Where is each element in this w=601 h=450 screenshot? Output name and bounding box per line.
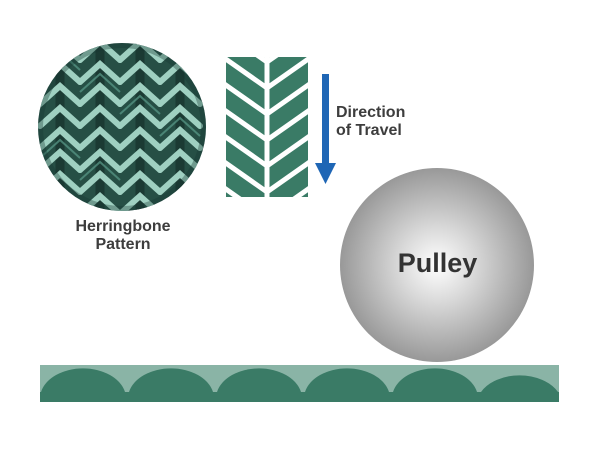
- travel-label-line2: of Travel: [336, 122, 402, 139]
- conveyor-belt: [40, 365, 559, 402]
- herringbone-texture-photo: [38, 43, 206, 211]
- arrow-down-icon: [315, 74, 336, 184]
- herringbone-chevron-icon: [226, 57, 308, 197]
- herringbone-pattern-label: Herringbone Pattern: [48, 218, 198, 254]
- pulley-label: Pulley: [397, 248, 478, 278]
- pulley: [340, 168, 534, 362]
- pattern-label-line1: Herringbone: [75, 218, 171, 235]
- direction-of-travel-label: Direction of Travel: [336, 104, 436, 140]
- pattern-label-line2: Pattern: [95, 236, 151, 253]
- travel-label-line1: Direction: [336, 104, 406, 121]
